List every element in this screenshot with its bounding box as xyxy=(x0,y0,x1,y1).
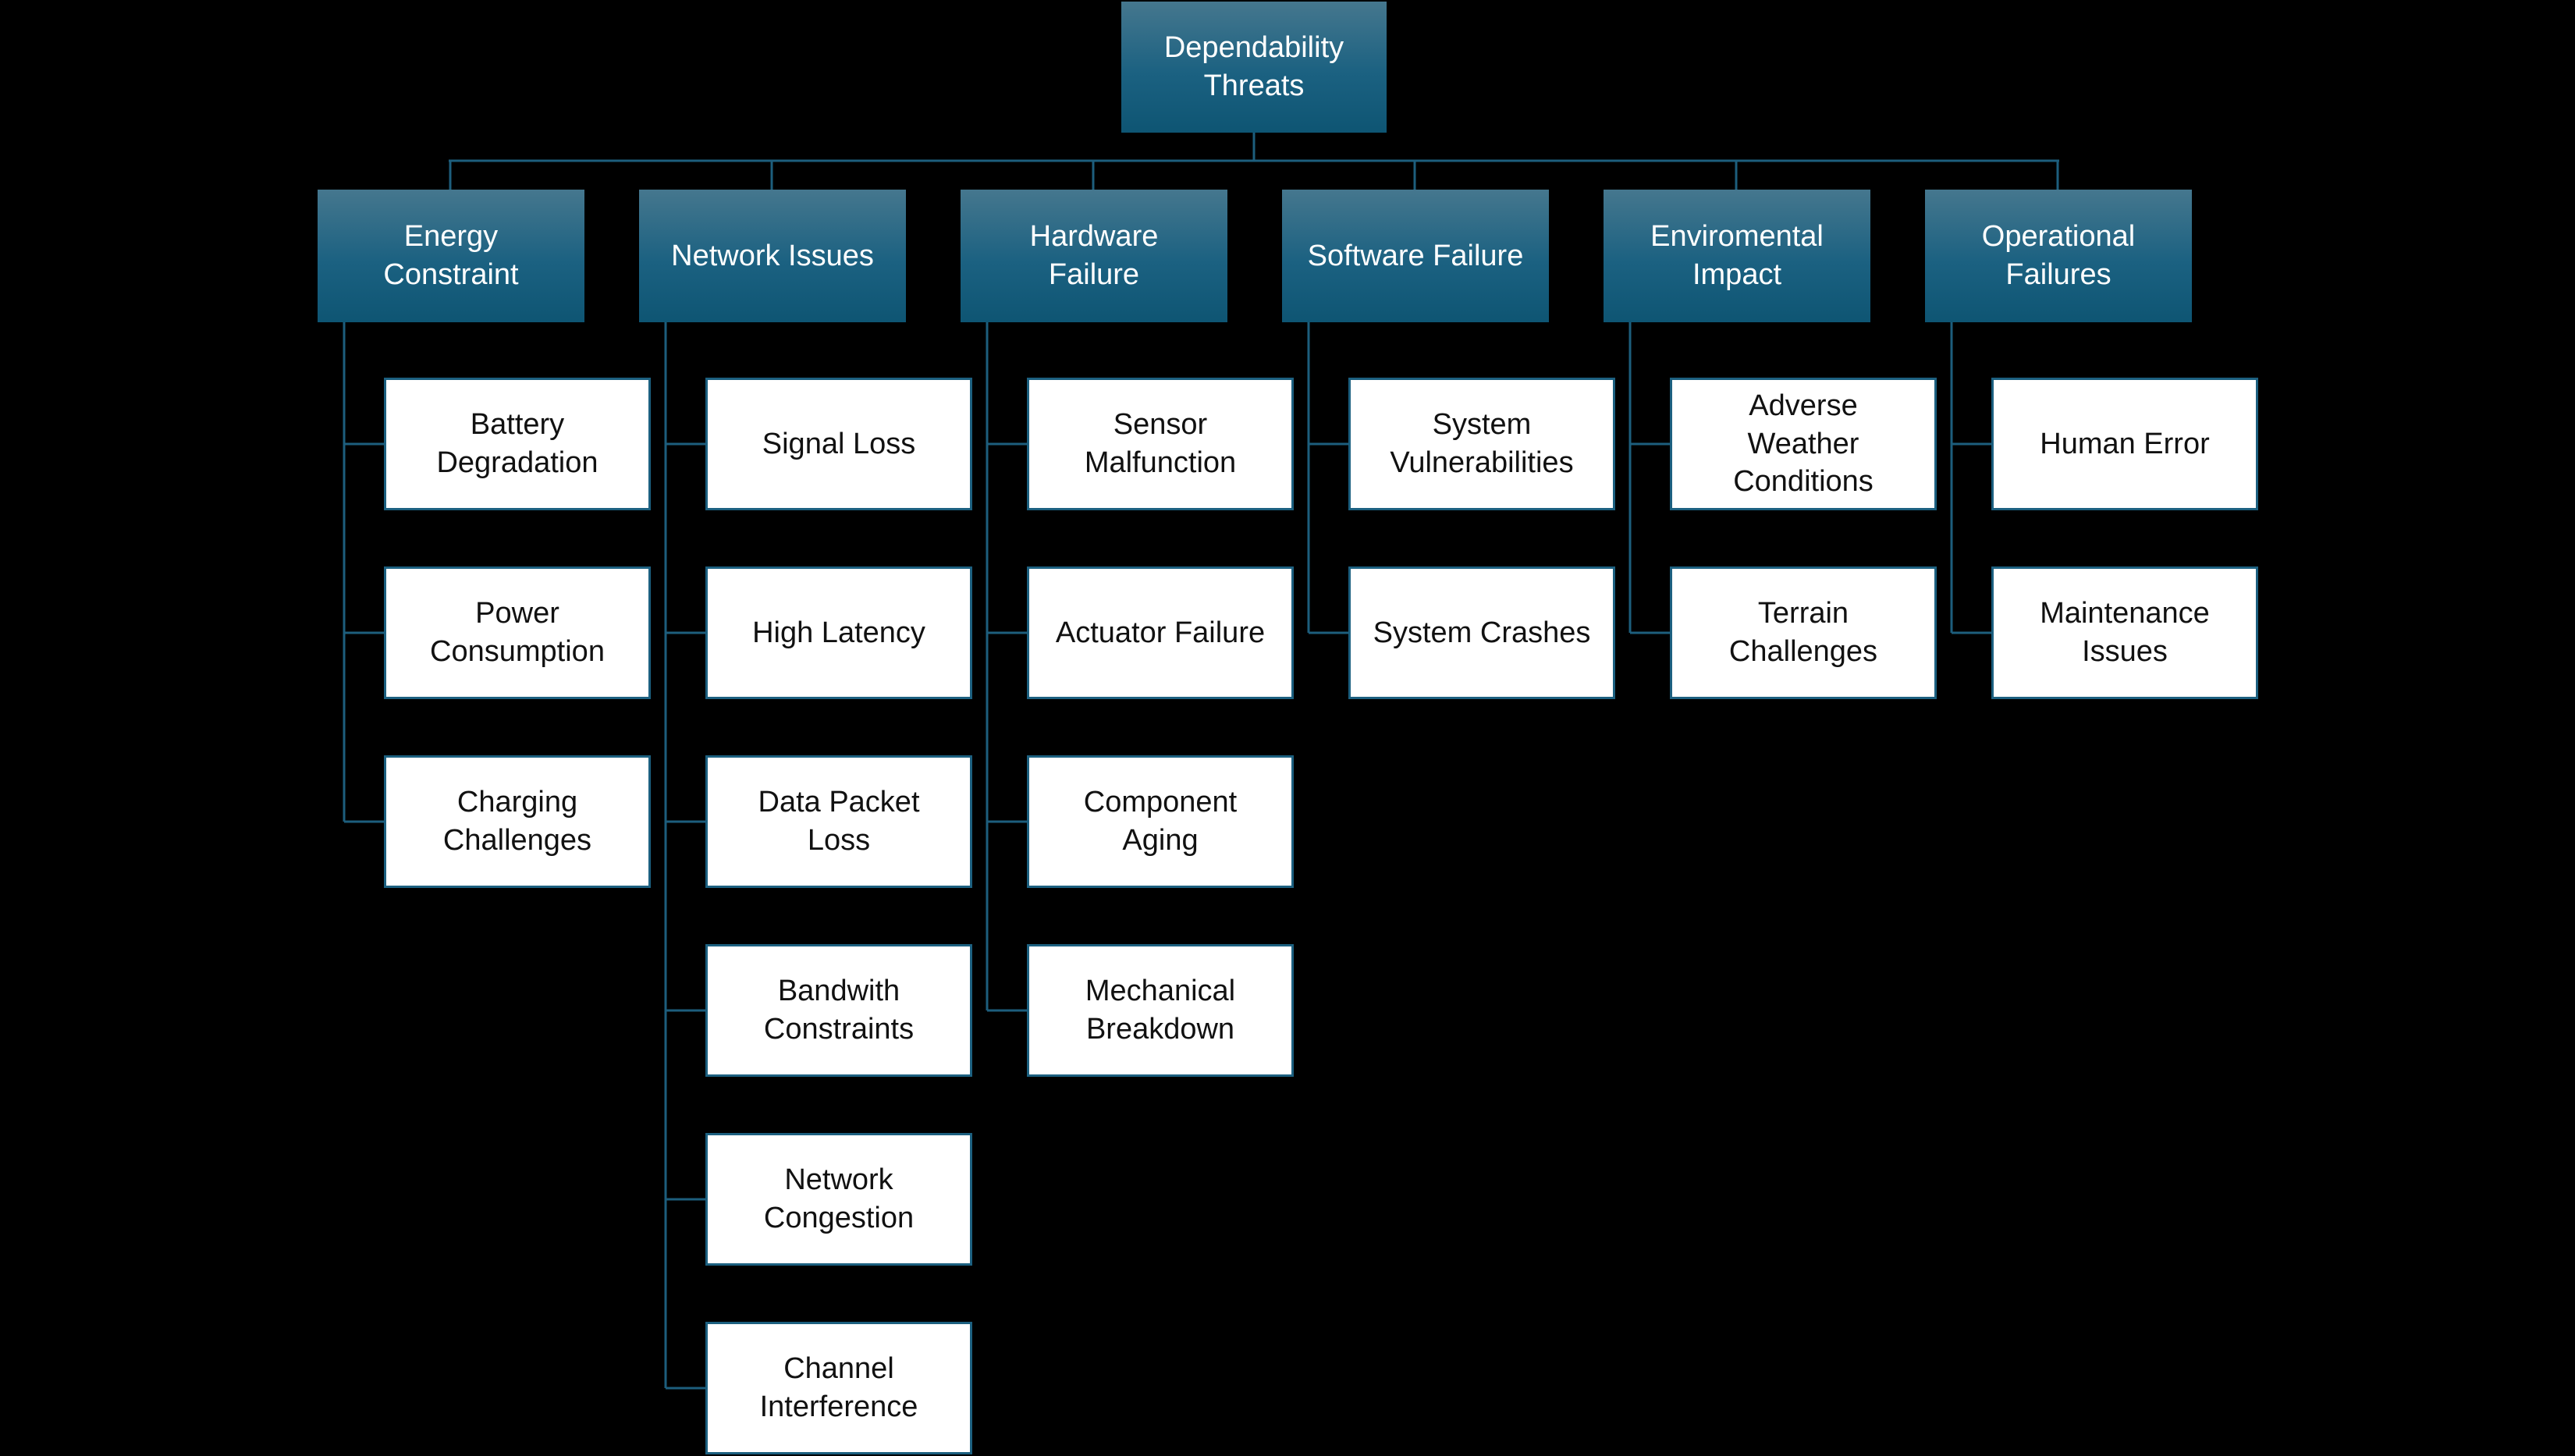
node-hardware-failure: Hardware Failure xyxy=(961,190,1227,322)
node-maintenance-issues: Maintenance Issues xyxy=(1991,566,2258,699)
node-component-aging: Component Aging xyxy=(1027,755,1294,888)
node-channel-interference: Channel Interference xyxy=(705,1322,972,1454)
node-network-congestion: Network Congestion xyxy=(705,1133,972,1266)
node-dependability-threats: Dependability Threats xyxy=(1121,2,1387,133)
node-energy-constraint: Energy Constraint xyxy=(318,190,584,322)
node-network-issues: Network Issues xyxy=(639,190,906,322)
node-system-crashes: System Crashes xyxy=(1348,566,1615,699)
node-power-consumption: Power Consumption xyxy=(384,566,651,699)
node-battery-degradation: Battery Degradation xyxy=(384,378,651,510)
node-operational-failures: Operational Failures xyxy=(1925,190,2192,322)
node-enviromental-impact: Enviromental Impact xyxy=(1604,190,1870,322)
node-mechanical-breakdown: Mechanical Breakdown xyxy=(1027,944,1294,1077)
node-charging-challenges: Charging Challenges xyxy=(384,755,651,888)
node-high-latency: High Latency xyxy=(705,566,972,699)
node-data-packet-loss: Data Packet Loss xyxy=(705,755,972,888)
node-signal-loss: Signal Loss xyxy=(705,378,972,510)
node-human-error: Human Error xyxy=(1991,378,2258,510)
node-system-vulnerabilities: System Vulnerabilities xyxy=(1348,378,1615,510)
node-software-failure: Software Failure xyxy=(1282,190,1549,322)
node-actuator-failure: Actuator Failure xyxy=(1027,566,1294,699)
node-terrain-challenges: Terrain Challenges xyxy=(1670,566,1937,699)
node-sensor-malfunction: Sensor Malfunction xyxy=(1027,378,1294,510)
node-bandwith-constraints: Bandwith Constraints xyxy=(705,944,972,1077)
node-adverse-weather-conditions: Adverse Weather Conditions xyxy=(1670,378,1937,510)
